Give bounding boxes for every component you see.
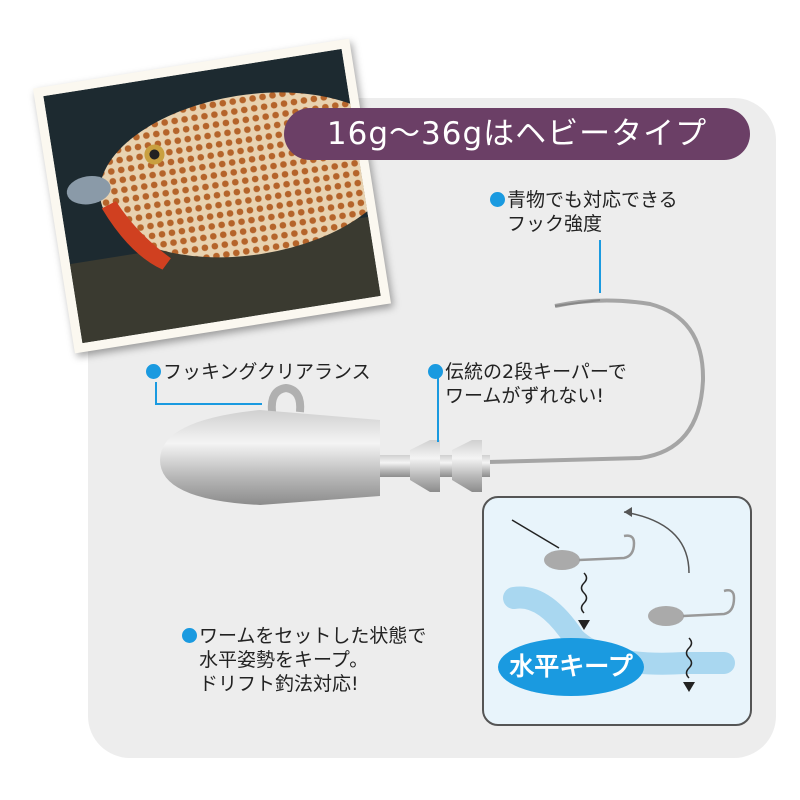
hook xyxy=(487,298,706,464)
horizontal-keep-diagram: 水平キープ xyxy=(482,496,752,726)
drift-diagram xyxy=(503,507,736,692)
callout-keeper: 伝統の2段キーパーで ワームがずれない! xyxy=(428,360,627,408)
horizontal-keep-badge: 水平キープ xyxy=(498,638,644,696)
bullet-icon xyxy=(428,364,443,379)
heavy-type-title: 16g〜36gはヘビータイプ xyxy=(284,108,750,160)
keeper-1 xyxy=(410,440,440,492)
lead-head xyxy=(160,410,380,505)
bullet-icon xyxy=(490,192,505,207)
bullet-icon xyxy=(146,364,161,379)
callout-horizontal: ワームをセットした状態で 水平姿勢をキープ。 ドリフト釣法対応! xyxy=(182,624,426,696)
keeper-2 xyxy=(452,440,482,492)
line-eye xyxy=(267,383,305,413)
callout-clearance: フッキングクリアランス xyxy=(146,360,371,384)
bullet-icon xyxy=(182,628,197,643)
callout-hook-strength: 青物でも対応できる フック強度 xyxy=(490,188,678,236)
